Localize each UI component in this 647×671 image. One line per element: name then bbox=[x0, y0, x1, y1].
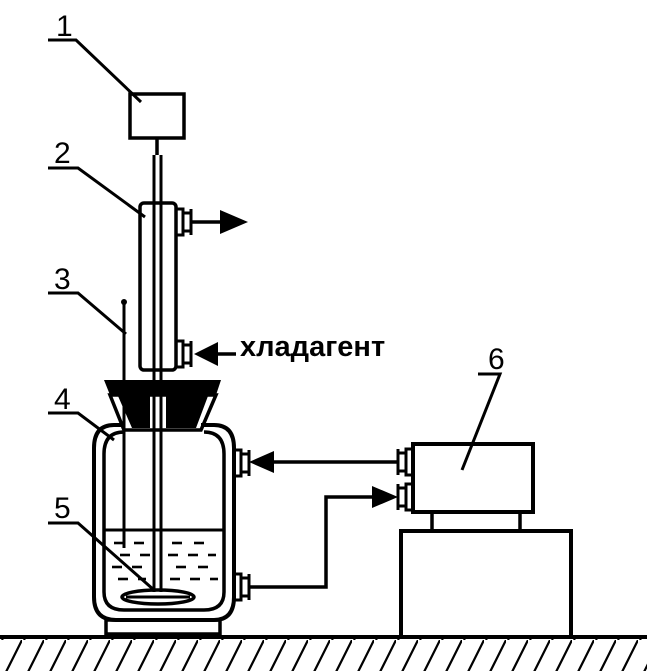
floor bbox=[0, 635, 647, 671]
label-6: 6 bbox=[488, 343, 505, 376]
label-3: 3 bbox=[54, 263, 71, 296]
stirrer-paddle bbox=[120, 588, 196, 606]
reflux-condenser bbox=[138, 201, 193, 372]
label-1: 1 bbox=[56, 10, 73, 43]
stirrer-shaft bbox=[152, 155, 163, 592]
coolant-inlet-arrow bbox=[194, 342, 236, 366]
thermostat bbox=[396, 442, 573, 639]
label-4: 4 bbox=[54, 383, 71, 416]
reaction-liquid bbox=[104, 528, 224, 581]
reactor-lid bbox=[104, 380, 221, 432]
circulation-lines bbox=[249, 451, 398, 589]
label-2: 2 bbox=[54, 137, 71, 170]
coolant-outlet-arrow bbox=[191, 210, 248, 234]
label-5: 5 bbox=[54, 492, 71, 525]
coolant-label: хладагент bbox=[240, 331, 385, 363]
leader-lines bbox=[48, 38, 503, 592]
reactor-vessel bbox=[92, 423, 251, 636]
motor bbox=[128, 92, 186, 155]
